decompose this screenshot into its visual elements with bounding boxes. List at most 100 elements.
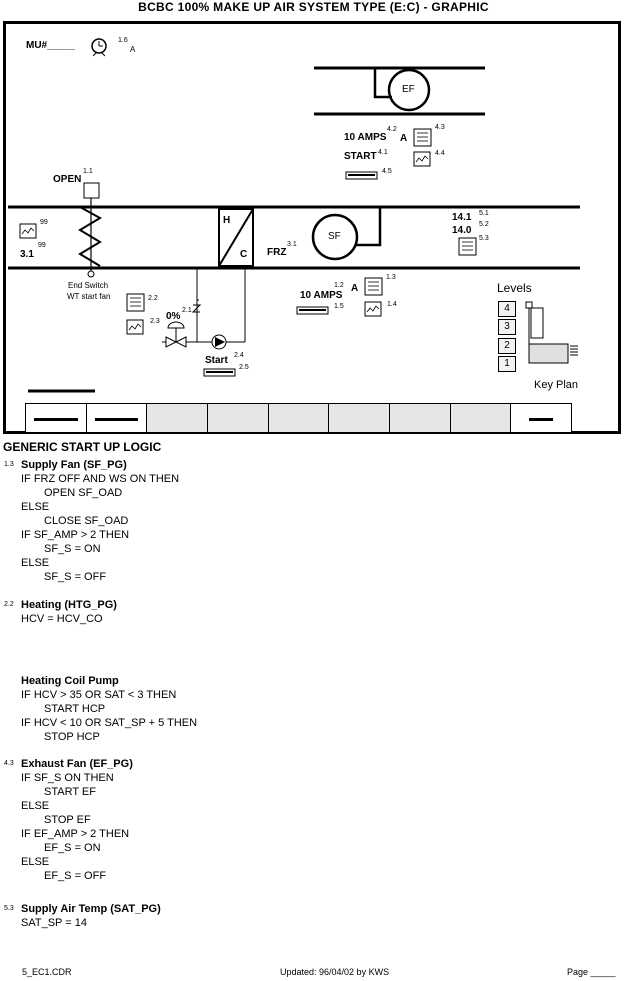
logic-line: SF_S = ON	[44, 543, 101, 555]
logic-heading: GENERIC START UP LOGIC	[3, 440, 162, 454]
pump-start: Start	[205, 355, 228, 366]
logic-section-ref: 4.3	[4, 760, 14, 767]
footer-file: 5_EC1.CDR	[22, 967, 72, 977]
logic-line: IF EF_AMP > 2 THEN	[21, 828, 130, 840]
doc-icon-htg	[126, 293, 145, 312]
start-bar-pump	[203, 368, 236, 377]
temp-left-val: 3.1	[20, 249, 34, 260]
tab-6[interactable]	[329, 404, 391, 432]
footer-updated: Updated: 96/04/02 by KWS	[280, 967, 390, 977]
ef-label: EF	[402, 84, 415, 95]
temp-left-ref2: 99	[38, 242, 46, 249]
clock-suffix: A	[130, 45, 136, 54]
tab-9[interactable]	[511, 404, 572, 432]
htg-ref-23: 2.3	[150, 318, 160, 325]
sat-ref2: 5.2	[479, 221, 489, 228]
ef-start: START	[344, 151, 377, 162]
damper-icon	[78, 206, 103, 267]
tab-1[interactable]	[26, 404, 87, 432]
logic-line: START EF	[44, 786, 96, 798]
exhaust-fan-icon	[387, 68, 431, 112]
logic-line: ELSE	[21, 501, 50, 513]
logic-line: ELSE	[21, 800, 50, 812]
page-title: BCBC 100% MAKE UP AIR SYSTEM TYPE (E:C) …	[138, 0, 489, 14]
c-label: C	[240, 249, 248, 260]
start-bar-ef	[345, 171, 378, 180]
logic-section-ref: 2.2	[4, 601, 14, 608]
sat-val2: 14.0	[452, 225, 472, 236]
valve-icon	[165, 336, 178, 348]
logic-line: STOP EF	[44, 814, 91, 826]
sf-ref-13: 1.3	[386, 274, 396, 281]
logic-line: IF FRZ OFF AND WS ON THEN	[21, 473, 180, 485]
supply-fan-icon	[311, 213, 359, 261]
system-diagram	[8, 38, 580, 393]
logic-section-title: Supply Fan (SF_PG)	[21, 459, 127, 471]
valve-pct: 0%	[166, 311, 181, 322]
key-plan-icon	[525, 301, 578, 364]
logic-line: ELSE	[21, 856, 50, 868]
ef-ref-43: 4.3	[435, 124, 445, 131]
tab-5[interactable]	[268, 404, 330, 432]
logic-line: SF_S = OFF	[44, 571, 107, 583]
clock-ref: 1.6	[118, 37, 128, 44]
tab-8[interactable]	[450, 404, 512, 432]
sat-ref1: 5.1	[479, 210, 489, 217]
doc-icon-sat	[458, 237, 477, 256]
ef-ref-44: 4.4	[435, 150, 445, 157]
logic-section-title: Heating (HTG_PG)	[21, 599, 117, 611]
sf-amps-ref: 1.2	[334, 282, 344, 289]
footer-page: Page _____	[567, 967, 616, 977]
frz-label: FRZ	[267, 247, 287, 258]
logic-line: HCV = HCV_CO	[21, 613, 103, 625]
tab-4[interactable]	[208, 404, 269, 432]
logic-line: CLOSE SF_OAD	[44, 515, 129, 527]
damper-actuator-box	[83, 182, 100, 199]
levels-title: Levels	[497, 281, 532, 295]
logic-section-ref: 5.3	[4, 905, 14, 912]
pump-ref: 2.4	[234, 352, 244, 359]
ef-amps-suffix: A	[400, 133, 408, 144]
logic-line: IF SF_S ON THEN	[21, 772, 114, 784]
logic-line: EF_S = ON	[44, 842, 101, 854]
ef-amps: 10 AMPS	[344, 132, 387, 143]
level-3-button[interactable]: 3	[498, 319, 516, 335]
logic-section-ref: 1.3	[4, 461, 14, 468]
logic-line: SAT_SP = 14	[21, 917, 87, 929]
trend-icon-left	[19, 223, 37, 239]
logic-line: START HCP	[44, 703, 106, 715]
clock-icon	[91, 38, 107, 57]
logic-line: ELSE	[21, 557, 50, 569]
logic-line: IF HCV < 10 OR SAT_SP + 5 THEN	[21, 717, 198, 729]
level-1-button[interactable]: 1	[498, 356, 516, 372]
sat-ref3: 5.3	[479, 235, 489, 242]
htg-ref-22: 2.2	[148, 295, 158, 302]
sf-label: SF	[328, 231, 341, 242]
key-plan-label: Key Plan	[534, 379, 579, 391]
amps-bar-sf	[296, 306, 329, 315]
valve-ref: 2.1	[182, 307, 192, 314]
ef-ref-45: 4.5	[382, 168, 392, 175]
level-2-button[interactable]: 2	[498, 338, 516, 354]
logic-line: STOP HCP	[44, 731, 100, 743]
end-switch-icon	[87, 270, 95, 278]
mu-label: MU#_____	[26, 40, 75, 51]
tab-2[interactable]	[86, 404, 148, 432]
ef-start-ref: 4.1	[378, 149, 388, 156]
sf-ref-14: 1.4	[387, 301, 397, 308]
logic-section-title: Exhaust Fan (EF_PG)	[21, 758, 133, 770]
endswitch-line2: WT start fan	[67, 292, 111, 301]
sf-amps-suffix: A	[351, 283, 359, 294]
open-ref: 1.1	[83, 168, 93, 175]
level-4-button[interactable]: 4	[498, 301, 516, 317]
sf-ref-15: 1.5	[334, 303, 344, 310]
logic-section-title: Supply Air Temp (SAT_PG)	[21, 903, 161, 915]
logic-section-title: Heating Coil Pump	[21, 675, 119, 687]
ef-amps-ref: 4.2	[387, 126, 397, 133]
sf-amps: 10 AMPS	[300, 290, 343, 301]
logic-line: IF SF_AMP > 2 THEN	[21, 529, 130, 541]
tab-3[interactable]	[147, 404, 209, 432]
logic-line: OPEN SF_OAD	[44, 487, 123, 499]
tab-7[interactable]	[390, 404, 451, 432]
temp-left-ref: 99	[40, 219, 48, 226]
